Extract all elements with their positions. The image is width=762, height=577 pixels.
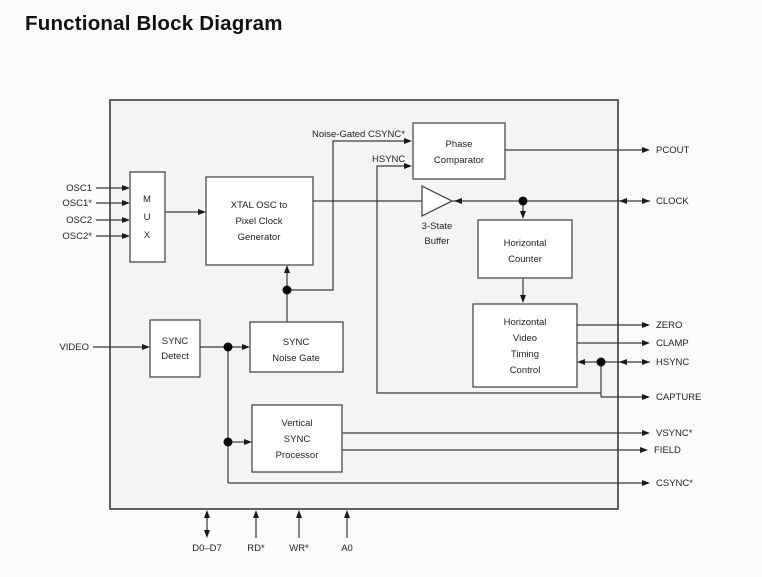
arrow-capture (642, 394, 650, 400)
pin-clamp: CLAMP (656, 338, 689, 349)
pin-wr: WR* (289, 543, 309, 554)
vertical-sync-processor-block (251, 404, 343, 473)
sync-detect-label: SYNC (162, 336, 189, 347)
pin-video: VIDEO (59, 342, 89, 353)
pin-hsync: HSYNC (656, 357, 689, 368)
signal-labels: Noise-Gated CSYNC* HSYNC (312, 129, 405, 165)
horizontal-video-timing-control-block (472, 303, 578, 388)
arrow-hsync-feedback (404, 163, 412, 169)
page-title: Functional Block Diagram (25, 12, 283, 35)
arrow-hsync-in (619, 359, 627, 365)
arrowheads (122, 138, 650, 538)
mux-label: U (144, 212, 151, 223)
arrow-video (142, 344, 150, 350)
wires (93, 140, 650, 538)
junction-sync-detect (223, 342, 233, 352)
pin-clock: CLOCK (656, 196, 689, 207)
arrow-hsync-out (642, 359, 650, 365)
hvtc-label: Horizontal (504, 317, 547, 328)
junction-dots (223, 196, 606, 447)
noise-gated-csync-label: Noise-Gated CSYNC* (312, 129, 405, 140)
arrow-into-vsp (244, 439, 252, 445)
arrow-a0-up (344, 510, 350, 518)
pin-field: FIELD (654, 445, 681, 456)
xtal-osc-label: XTAL OSC to (231, 200, 288, 211)
hvtc-label: Control (510, 365, 541, 376)
pin-csync: CSYNC* (656, 478, 693, 489)
sync-noise-gate-label: Noise Gate (272, 353, 320, 364)
junction-noise-gate (282, 285, 292, 295)
arrow-into-buffer-output (454, 198, 462, 204)
junction-vsp (223, 437, 233, 447)
arrow-mux-xtal (198, 209, 206, 215)
arrow-pcout (642, 147, 650, 153)
arrow-into-timing (520, 295, 526, 303)
arrow-clock-out (642, 198, 650, 204)
arrow-osc2 (122, 217, 130, 223)
sync-noise-gate-block (249, 321, 344, 373)
horizontal-counter-block (477, 219, 573, 279)
arrow-csync (642, 480, 650, 486)
junction-hsync (596, 357, 606, 367)
phase-comparator-block (412, 122, 506, 180)
vsp-label: Processor (276, 450, 319, 461)
vsp-label: Vertical (281, 418, 312, 429)
tristate-buffer-label: 3-State (422, 221, 453, 232)
horizontal-counter-label: Counter (508, 254, 542, 265)
arrow-noise-gated-csync (404, 138, 412, 144)
arrow-osc1 (122, 185, 130, 191)
arrow-vsync (642, 430, 650, 436)
pin-capture: CAPTURE (656, 392, 701, 403)
arrow-rd-up (253, 510, 259, 518)
arrow-clamp (642, 340, 650, 346)
pin-osc1: OSC1 (66, 183, 92, 194)
sync-detect-block (149, 319, 201, 378)
pin-labels: OSC1 OSC1* OSC2 OSC2* VIDEO PCOUT CLOCK … (59, 145, 701, 554)
pin-osc2: OSC2 (66, 215, 92, 226)
hvtc-label: Video (513, 333, 537, 344)
arrow-osc2b (122, 233, 130, 239)
arrow-clock-in (619, 198, 627, 204)
blocks (129, 122, 578, 473)
pin-a0: A0 (341, 543, 353, 554)
xtal-osc-block (205, 176, 314, 266)
sync-noise-gate-label: SYNC (283, 337, 310, 348)
phase-comparator-label: Comparator (434, 155, 484, 166)
arrow-wr-up (296, 510, 302, 518)
pin-zero: ZERO (656, 320, 682, 331)
arrow-d0d7-down (204, 530, 210, 538)
arrow-d0d7-up (204, 510, 210, 518)
mux-label: M (143, 194, 151, 205)
arrow-field (640, 447, 648, 453)
pin-pcout: PCOUT (656, 145, 689, 156)
pin-rd: RD* (247, 543, 265, 554)
arrow-zero (642, 322, 650, 328)
xtal-osc-label: Pixel Clock (236, 216, 283, 227)
vsp-label: SYNC (284, 434, 311, 445)
pin-d0d7: D0–D7 (192, 543, 222, 554)
tristate-buffer-symbol (421, 184, 454, 218)
tristate-buffer-label: Buffer (424, 236, 449, 247)
wire-hsync-feedback (376, 165, 601, 394)
arrow-osc1b (122, 200, 130, 206)
pin-vsync: VSYNC* (656, 428, 693, 439)
mux-label: X (144, 230, 151, 241)
phase-comparator-label: Phase (446, 139, 473, 150)
pin-osc1b: OSC1* (62, 198, 92, 209)
arrow-into-counter (520, 211, 526, 219)
horizontal-counter-label: Horizontal (504, 238, 547, 249)
mux-block (129, 171, 166, 263)
wire-noise-gated-csync (287, 140, 405, 291)
arrow-gate-to-xtal (284, 265, 290, 273)
arrow-hsync-into-block (577, 359, 585, 365)
block-labels: M U X XTAL OSC to Pixel Clock Generator … (143, 139, 546, 461)
pin-osc2b: OSC2* (62, 231, 92, 242)
hsync-internal-label: HSYNC (372, 154, 405, 165)
xtal-osc-label: Generator (238, 232, 281, 243)
hvtc-label: Timing (511, 349, 539, 360)
arrow-into-gate (242, 344, 250, 350)
junction-clock (518, 196, 528, 206)
sync-detect-label: Detect (161, 351, 189, 362)
